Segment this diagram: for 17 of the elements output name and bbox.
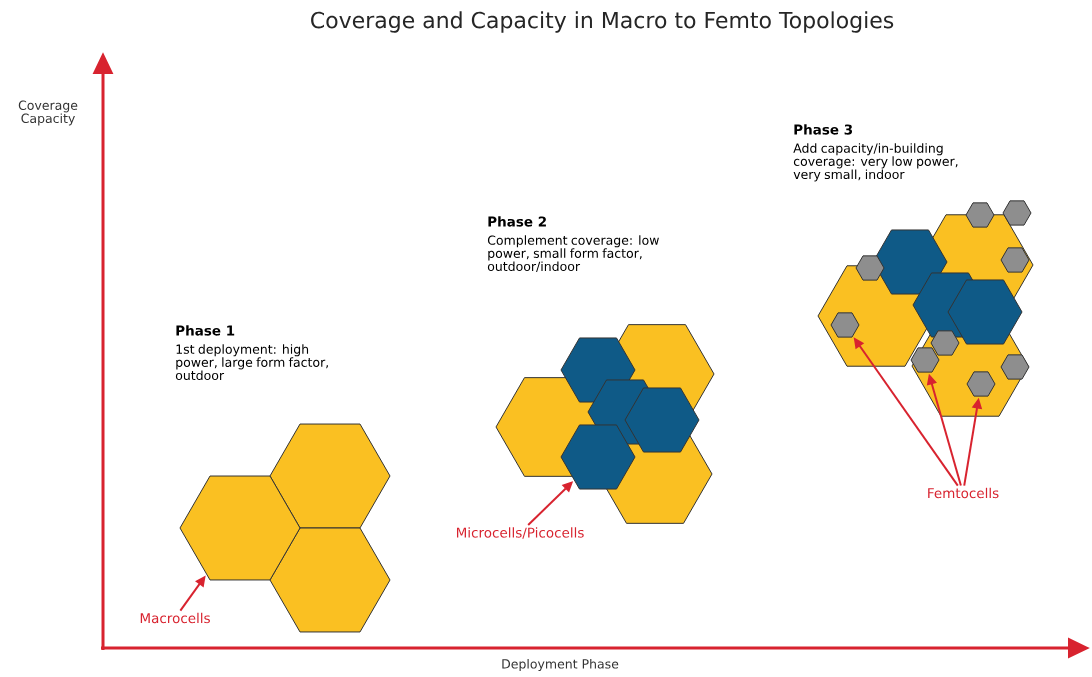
hexagon-cell <box>560 424 636 490</box>
axis-label: Deployment Phase <box>502 658 619 672</box>
axis-label: Coverage Capacity <box>18 100 78 126</box>
phase-description: Complement coverage: low power, small form factor, outdoor/indoor <box>487 235 659 273</box>
phase-heading: Phase 2 <box>488 216 546 227</box>
phase-description: Add capacity/in-building coverage: very low power, very small, indoor <box>793 143 958 182</box>
phase-heading: Phase 1 <box>176 325 235 336</box>
callout-label: Femtocells <box>928 487 999 499</box>
phase-description: 1st deployment: high power, large form factor, outdoor <box>175 344 328 381</box>
hexagon-cell <box>966 371 996 397</box>
hexagon-cell <box>179 475 301 581</box>
callout-label: Macrocells <box>140 612 210 624</box>
hexagon-cell <box>910 347 940 373</box>
title: Coverage and Capacity in Macro to Femto Topologies <box>311 11 894 33</box>
callout-label: Microcells/Picocells <box>457 527 584 539</box>
hexagon-cell <box>830 312 860 338</box>
phase-heading: Phase 3 <box>794 124 852 135</box>
